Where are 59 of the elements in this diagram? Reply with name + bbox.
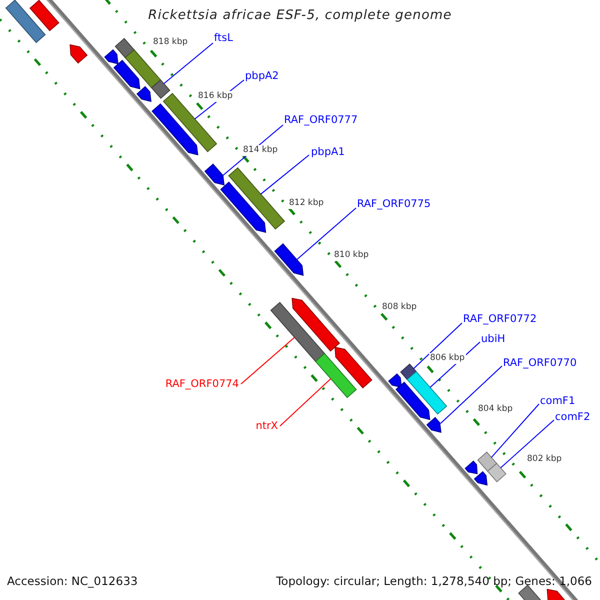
position-label: 816 kbp (197, 91, 234, 102)
leader-line (490, 404, 540, 458)
gene-bar (406, 371, 448, 415)
gene-feature (395, 382, 430, 420)
gene-feature (152, 103, 198, 156)
gene-feature (136, 86, 152, 102)
gene-label: ftsL (214, 32, 233, 45)
genome-info-text: Accession: NC_012633 (7, 575, 138, 588)
gene-feature (274, 243, 304, 276)
gene-label: RAF_ORF0777 (284, 114, 358, 127)
leader-line (240, 336, 295, 384)
leader-line (440, 366, 502, 424)
leader-line (500, 420, 554, 468)
gene-bar (29, 0, 60, 32)
leader-line (260, 154, 310, 195)
gene-bar (315, 352, 357, 398)
position-label: 812 kbp (288, 198, 325, 209)
gene-feature (388, 373, 402, 388)
gene-bar (124, 49, 162, 88)
gene-label: ubiH (481, 333, 506, 346)
position-label: 804 kbp (477, 404, 514, 415)
gene-feature (292, 298, 340, 352)
gene-feature (113, 60, 140, 90)
gene-feature (474, 471, 488, 486)
gene-bar (162, 92, 218, 152)
gene-feature (426, 416, 442, 433)
gene-label: pbpA1 (311, 146, 345, 159)
leader-line (163, 42, 214, 84)
position-label: 810 kbp (333, 250, 370, 261)
leader-line (296, 208, 356, 260)
gene-bar (150, 79, 170, 99)
gene-label: RAF_ORF0774 (165, 378, 239, 391)
gene-label: ntrX (256, 420, 278, 433)
gene-feature (70, 44, 88, 64)
position-label: 808 kbp (381, 302, 418, 313)
gene-label: RAF_ORF0772 (463, 313, 537, 326)
position-label: 802 kbp (526, 454, 563, 465)
gene-label: pbpA2 (245, 70, 279, 83)
genome-title: Rickettsia africae ESF-5, complete genome (148, 8, 452, 23)
gene-label: RAF_ORF0775 (357, 198, 431, 211)
leader-line (280, 378, 332, 426)
gene-bar (114, 38, 135, 58)
gene-feature (334, 346, 372, 388)
gene-feature (204, 164, 225, 186)
gene-bar (5, 0, 46, 44)
gene-bar (228, 167, 286, 230)
gene-label: comF1 (540, 395, 576, 408)
gene-feature (220, 182, 266, 233)
position-label: 814 kbp (242, 145, 279, 156)
position-label: 818 kbp (152, 37, 189, 48)
gene-bar (487, 462, 506, 482)
leader-line (413, 322, 462, 370)
gene-label: comF2 (555, 411, 590, 424)
gene-bar (270, 302, 326, 362)
position-label: 806 kbp (429, 353, 466, 364)
gene-feature (104, 49, 118, 64)
gene-bar (477, 452, 498, 472)
genome-info-text: Topology: circular; Length: 1,278,540 bp; Genes: 1,066 (276, 575, 592, 588)
gene-label: RAF_ORF0770 (503, 357, 577, 370)
